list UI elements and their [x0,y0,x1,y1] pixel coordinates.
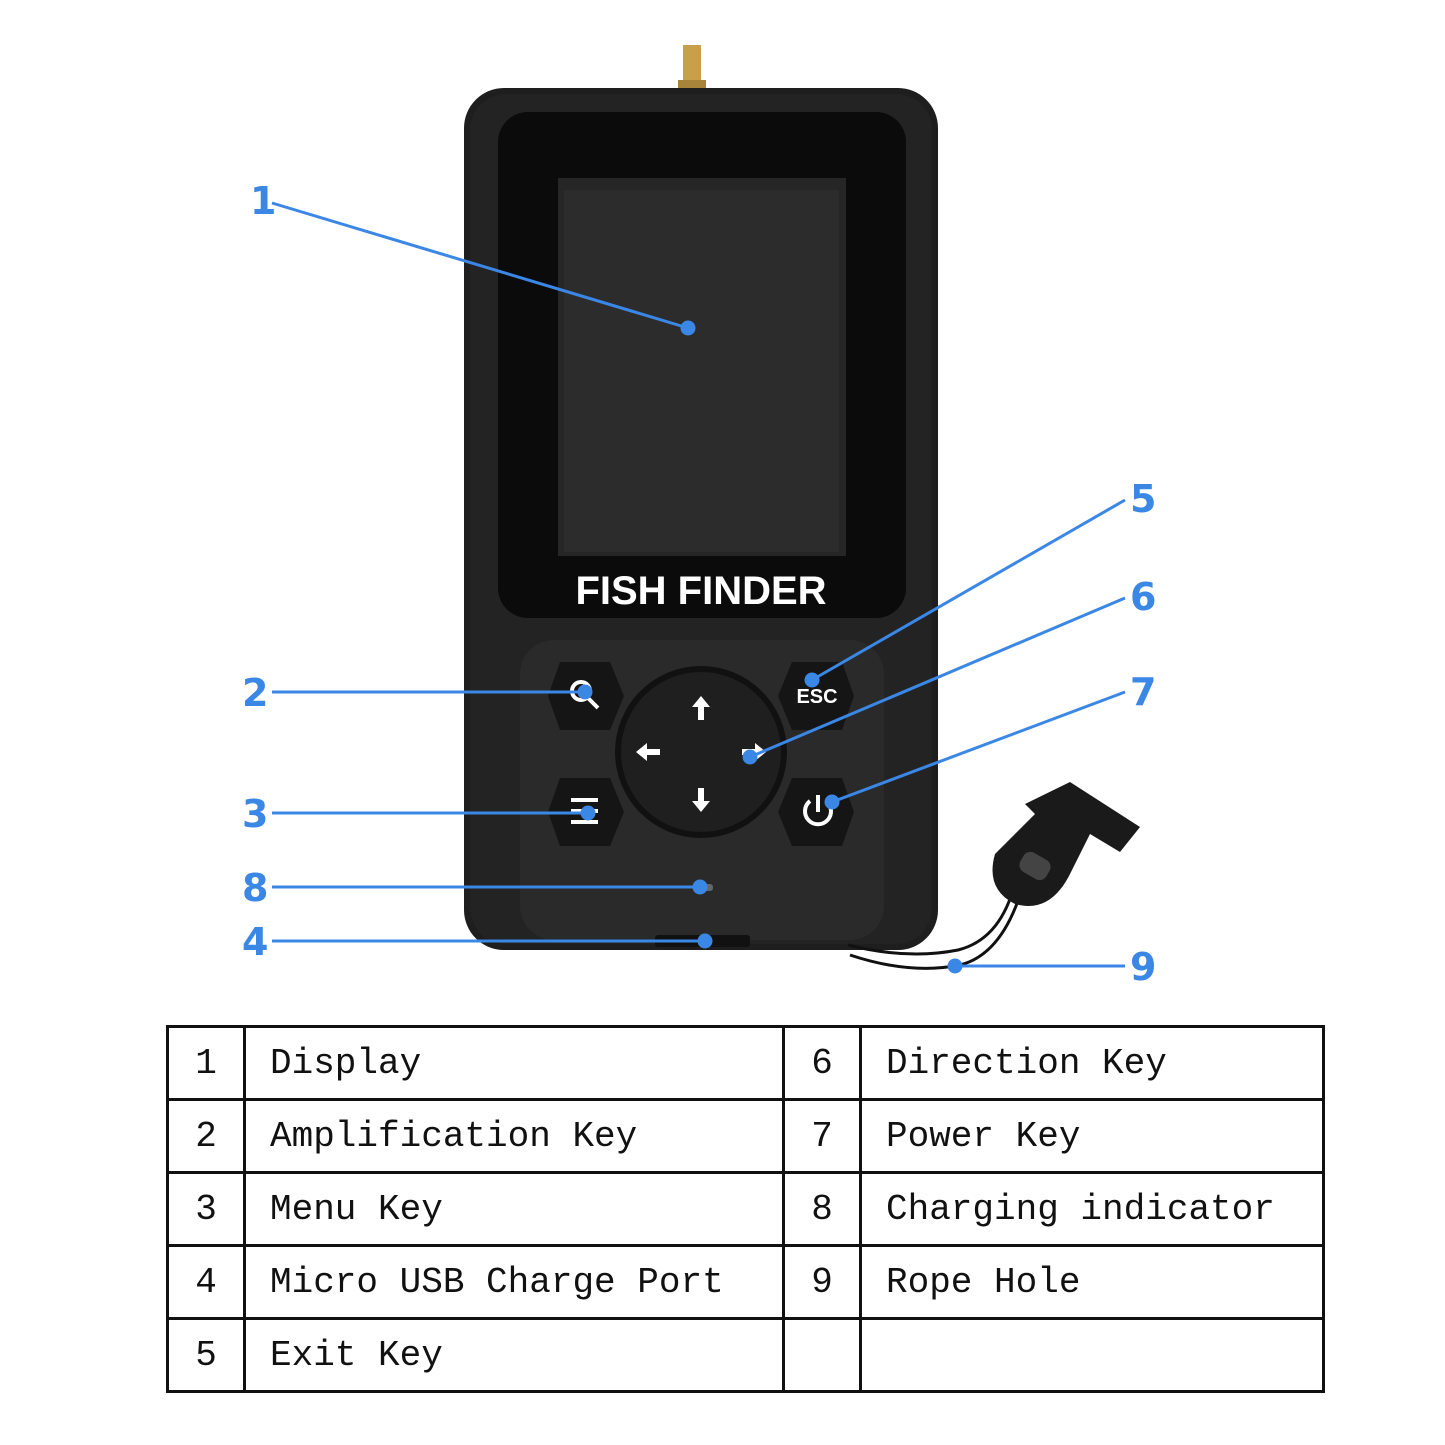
legend-table: 1 Display 6 Direction Key 2 Amplificatio… [166,1025,1325,1393]
item-number: 8 [782,1171,862,1247]
callout-1: 1 [250,179,276,223]
callout-5: 5 [1130,477,1156,521]
svg-text:ESC: ESC [796,686,837,708]
power-key[interactable] [778,778,854,846]
antenna-connector [678,45,706,94]
item-number: 5 [166,1317,246,1393]
direction-key[interactable] [615,666,787,838]
item-label: Display [243,1025,785,1101]
callout-4: 4 [242,920,268,964]
item-number: 9 [782,1244,862,1320]
exit-key[interactable]: ESC [778,662,854,730]
table-row: 1 Display 6 Direction Key [166,1025,1325,1101]
callout-6: 6 [1130,575,1156,619]
item-label: Micro USB Charge Port [243,1244,785,1320]
item-number: 2 [166,1098,246,1174]
item-number [782,1317,862,1393]
item-label: Rope Hole [859,1244,1325,1320]
item-number: 4 [166,1244,246,1320]
callout-3: 3 [242,792,268,836]
item-label: Exit Key [243,1317,785,1393]
table-row: 2 Amplification Key 7 Power Key [166,1098,1325,1174]
item-number: 1 [166,1025,246,1101]
callout-7: 7 [1130,670,1156,714]
brand-label: FISH FINDER [575,569,826,613]
table-row: 4 Micro USB Charge Port 9 Rope Hole [166,1244,1325,1320]
item-label [859,1317,1325,1393]
item-number: 3 [166,1171,246,1247]
item-number: 6 [782,1025,862,1101]
item-label: Charging indicator [859,1171,1325,1247]
fish-finder-diagram: FISH FINDER ESC [242,45,1156,989]
table-row: 3 Menu Key 8 Charging indicator [166,1171,1325,1247]
item-label: Menu Key [243,1171,785,1247]
callout-9: 9 [1130,945,1156,989]
item-label: Direction Key [859,1025,1325,1101]
callout-8: 8 [242,866,268,910]
table-row: 5 Exit Key [166,1317,1325,1393]
item-label: Amplification Key [243,1098,785,1174]
callout-2: 2 [242,671,268,715]
item-number: 7 [782,1098,862,1174]
item-label: Power Key [859,1098,1325,1174]
